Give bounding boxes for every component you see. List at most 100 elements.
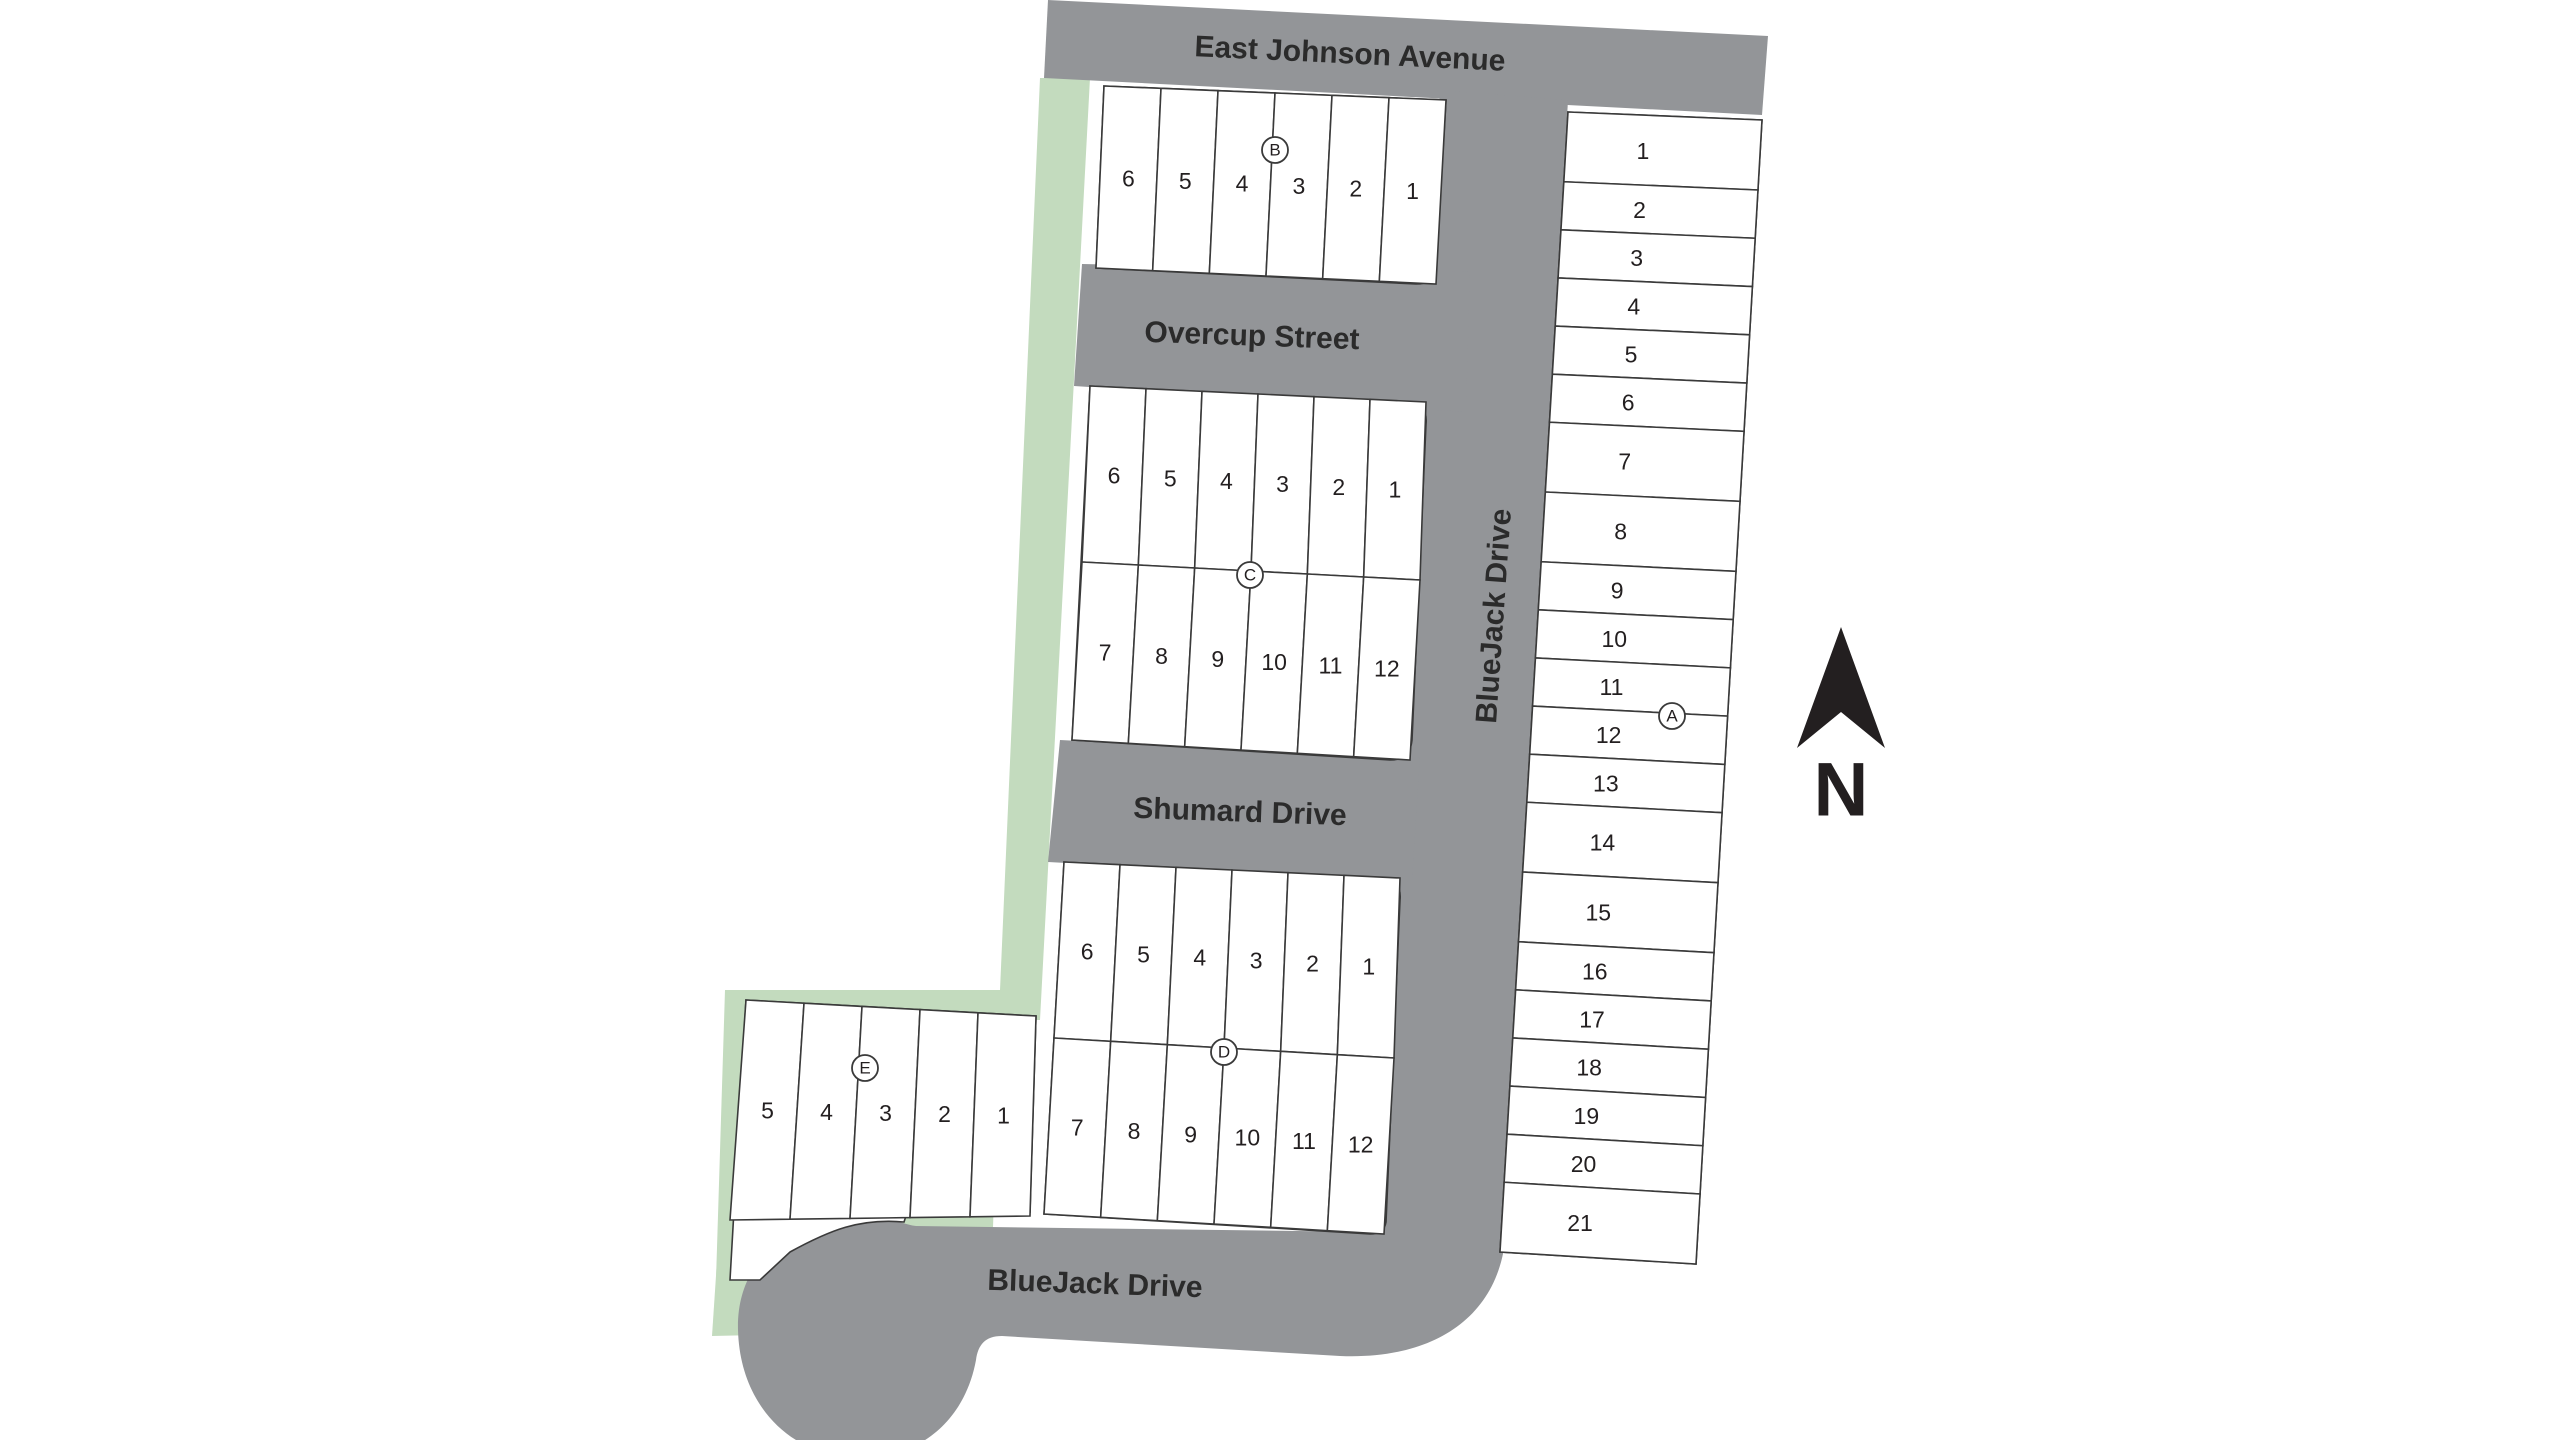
lot-label: 2 [1306,951,1319,977]
marker-c-circle [1236,561,1264,589]
block-e: 5 4 3 2 1 [729,999,1037,1281]
lot-label: 7 [1618,449,1631,475]
lot-label: 5 [1137,942,1150,968]
marker-a-label: A [1666,707,1678,726]
marker-e-circle [851,1054,879,1082]
marker-a-circle [1658,702,1686,730]
lot-e-row-5[interactable] [969,1011,1037,1218]
lot-label: 3 [1630,245,1643,271]
lot-label: 4 [1627,293,1640,319]
lot-label: 12 [1374,655,1400,681]
lot-label: 9 [1211,646,1224,672]
lot-label: 12 [1596,722,1622,748]
lot-label: 14 [1590,829,1616,855]
block-marker-d: D [1210,1038,1238,1066]
lot-a-8[interactable] [1540,491,1741,573]
lot-label: 3 [879,1100,892,1126]
lot-label: 21 [1567,1210,1593,1236]
marker-b-label: B [1269,141,1280,160]
marker-c-label: C [1244,566,1256,585]
lot-a-3[interactable] [1557,229,1757,288]
lot-a-1[interactable] [1562,111,1763,191]
lot-label: 4 [1220,468,1233,494]
lot-b-row-6[interactable] [1378,96,1447,285]
lot-label: 20 [1571,1151,1597,1177]
block-marker-c: C [1236,561,1264,589]
block-marker-a: A [1658,702,1686,730]
lot-label: 17 [1579,1006,1605,1032]
marker-e-label: E [859,1059,870,1078]
lot-a-7[interactable] [1544,421,1745,503]
lot-label: 4 [820,1099,833,1125]
north-arrow: N [1797,627,1885,833]
lot-label: 6 [1622,390,1635,416]
lot-a-15[interactable] [1517,871,1719,954]
lot-label: 19 [1574,1103,1600,1129]
lot-label: 8 [1155,643,1168,669]
lot-label: 6 [1122,165,1135,191]
lot-label: 2 [938,1101,951,1127]
lot-label: 10 [1235,1125,1261,1151]
lot-a-21[interactable] [1499,1181,1701,1265]
lot-label: 9 [1611,578,1624,604]
lot-label: 5 [761,1098,774,1124]
lot-label: 3 [1276,471,1289,497]
lot-label: 2 [1349,175,1362,201]
lot-label: 5 [1179,168,1192,194]
lot-label: 4 [1236,170,1249,196]
lot-label: 11 [1292,1128,1316,1154]
lot-label: 5 [1625,342,1638,368]
lot-label: 8 [1128,1118,1141,1144]
road-east-johnson [1044,0,1768,115]
lot-label: 7 [1071,1115,1084,1141]
lot-label: 1 [1406,178,1419,204]
lot-label: 9 [1184,1121,1197,1147]
lot-a-2[interactable] [1560,180,1759,240]
marker-d-circle [1210,1038,1238,1066]
lot-c-bottom-6[interactable] [1352,576,1421,761]
lot-label: 6 [1081,939,1094,965]
lot-a-5[interactable] [1551,325,1751,384]
lot-label: 10 [1261,649,1287,675]
block-marker-b: B [1261,136,1289,164]
lot-label: 3 [1250,948,1263,974]
street-label-overcup: Overcup Street [1144,316,1360,356]
lot-label: 5 [1164,465,1177,491]
street-label-shumard: Shumard Drive [1133,792,1347,832]
road-overcup [1074,264,1470,412]
lot-label: 1 [1389,477,1402,503]
lot-a-14[interactable] [1521,801,1723,884]
lot-label: 15 [1585,899,1611,925]
lot-label: 10 [1602,626,1628,652]
lot-label: 18 [1576,1055,1602,1081]
lot-a-6[interactable] [1548,373,1748,433]
block-marker-e: E [851,1054,879,1082]
north-arrow-icon [1797,627,1885,748]
street-label-bluejack-bottom: BlueJack Drive [987,1264,1203,1304]
lot-label: 16 [1582,958,1608,984]
lot-label: 1 [997,1102,1010,1128]
lot-label: 4 [1193,945,1206,971]
marker-d-label: D [1218,1043,1230,1062]
lot-label: 12 [1348,1131,1374,1157]
marker-b-circle [1261,136,1289,164]
lot-label: 1 [1637,138,1650,164]
lot-label: 1 [1362,954,1375,980]
lot-label: 8 [1614,519,1627,545]
lot-label: 7 [1099,640,1112,666]
lot-a-4[interactable] [1554,277,1754,336]
lot-label: 11 [1600,674,1624,700]
lot-label: 13 [1593,770,1619,796]
lot-label: 11 [1319,652,1343,678]
lot-label: 3 [1293,173,1306,199]
lot-d-bottom-6[interactable] [1326,1053,1395,1235]
lot-label: 2 [1633,197,1646,223]
north-arrow-label: N [1814,748,1869,833]
lot-label: 2 [1332,474,1345,500]
road-shumard [1048,740,1420,882]
lot-label: 6 [1108,462,1121,488]
block-b: 6 5 4 3 2 1 [1095,85,1447,285]
road-bluejack-bottom [737,1218,1506,1440]
